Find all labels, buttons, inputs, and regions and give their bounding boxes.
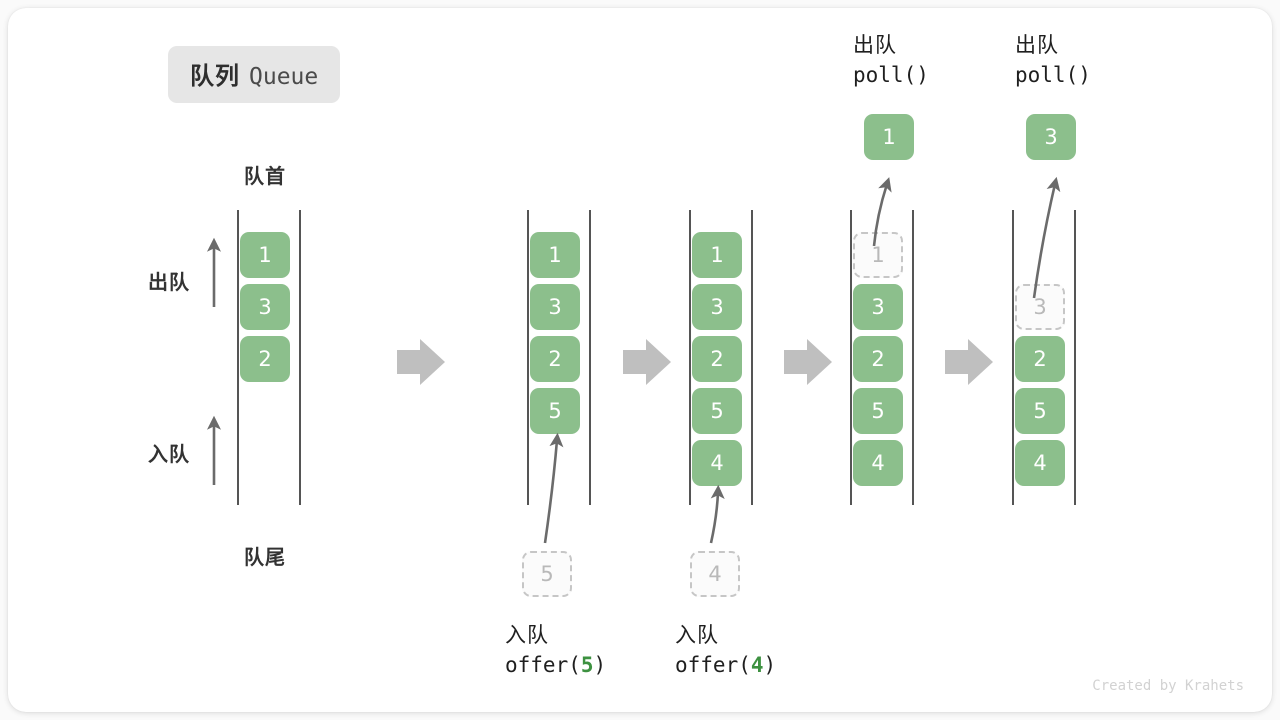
dequeue-op-code: poll() (1015, 63, 1091, 88)
enqueue-op-code: offer(4) (675, 653, 777, 678)
queue-cell: 5 (530, 388, 580, 434)
queue-rails (689, 210, 753, 505)
dequeue-op-label-1: 出队 poll() (853, 30, 929, 91)
queue-cell: 2 (1015, 336, 1065, 382)
dequeue-op-label-3: 出队 poll() (1015, 30, 1091, 91)
queue-cell: 1 (692, 232, 742, 278)
queue-cell: 1 (530, 232, 580, 278)
queue-cell: 5 (853, 388, 903, 434)
queue-cell: 3 (530, 284, 580, 330)
arrows-overlay (206, 176, 1061, 544)
queue-rails (527, 210, 591, 505)
step-arrow-1 (397, 339, 445, 385)
polled-value-box-3: 3 (1026, 114, 1076, 160)
enqueue-direction-label: 入队 (148, 442, 190, 466)
queue-cell: 2 (240, 336, 290, 382)
queue-rails (1012, 210, 1076, 505)
queue-cell: 5 (692, 388, 742, 434)
dequeue-op-code: poll() (853, 63, 929, 88)
title-chinese: 队列 (190, 62, 240, 90)
queue-cell-removed: 3 (1015, 284, 1065, 330)
credit-text: Created by Krahets (1092, 678, 1244, 694)
queue-tail-label: 队尾 (244, 545, 286, 569)
queue-cell: 3 (853, 284, 903, 330)
queue-rails (237, 210, 301, 505)
step-arrow-4 (945, 339, 993, 385)
queue-cell: 2 (530, 336, 580, 382)
queue-cell-removed: 1 (853, 232, 903, 278)
queue-cell: 3 (692, 284, 742, 330)
queue-cell: 4 (1015, 440, 1065, 486)
dequeue-op-chinese: 出队 (1015, 33, 1059, 57)
queue-cell: 4 (692, 440, 742, 486)
enqueue-op-chinese: 入队 (505, 623, 549, 647)
enqueue-op-code: offer(5) (505, 653, 607, 678)
enqueue-op-label-5: 入队 offer(5) (505, 620, 606, 681)
step-arrow-2 (623, 339, 671, 385)
queue-cell: 2 (853, 336, 903, 382)
dequeue-op-chinese: 出队 (853, 33, 897, 57)
queue-cell: 1 (240, 232, 290, 278)
title-badge: 队列 Queue (168, 46, 341, 103)
dequeue-direction-label: 出队 (148, 270, 190, 294)
queue-rails (850, 210, 914, 505)
step-arrow-3 (784, 339, 832, 385)
queue-cell: 3 (240, 284, 290, 330)
incoming-value-ghost-4: 4 (690, 551, 740, 597)
polled-value-box-1: 1 (864, 114, 914, 160)
queue-head-label: 队首 (244, 164, 286, 188)
title-english: Queue (249, 64, 319, 90)
diagram-card: 队列 Queue 队首 队尾 出队 入队 1 3 2 1 3 2 5 1 3 2 (8, 8, 1272, 712)
enqueue-op-label-4: 入队 offer(4) (675, 620, 776, 681)
enqueue-op-chinese: 入队 (675, 623, 719, 647)
queue-cell: 5 (1015, 388, 1065, 434)
queue-cell: 4 (853, 440, 903, 486)
queue-cell: 2 (692, 336, 742, 382)
incoming-value-ghost-5: 5 (522, 551, 572, 597)
